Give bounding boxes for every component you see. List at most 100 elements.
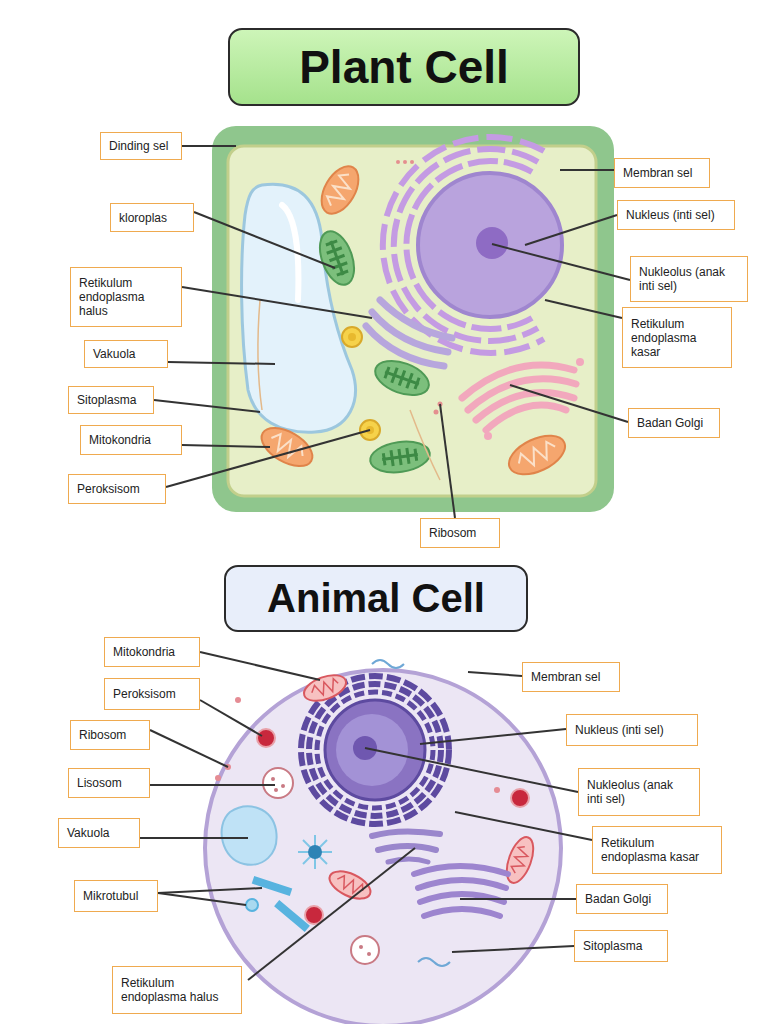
title-box: Plant Cell — [228, 28, 580, 106]
label-box: Peroksisom — [68, 474, 166, 504]
label-box: Badan Golgi — [628, 408, 720, 438]
label-text: Sitoplasma — [77, 393, 136, 407]
microtubule — [252, 876, 293, 896]
chloroplast — [313, 227, 360, 290]
label-text: Retikulum endoplasma kasar — [601, 836, 713, 864]
leader-line — [166, 430, 370, 487]
mitochondrion — [501, 834, 538, 887]
leader-line — [150, 730, 228, 767]
cytoskeleton — [258, 300, 262, 410]
leader-line — [194, 212, 335, 268]
leader-line — [510, 385, 628, 422]
label-text: Retikulum endoplasma kasar — [631, 317, 723, 359]
label-box: Vakuola — [58, 818, 140, 848]
vacuole — [242, 184, 356, 432]
cristae — [515, 439, 558, 470]
label-box: Retikulum endoplasma kasar — [592, 826, 722, 874]
golgi — [424, 909, 500, 916]
label-text: Vakuola — [67, 826, 109, 840]
thylakoid — [382, 364, 421, 391]
ribosome — [410, 160, 414, 164]
leader-line — [182, 445, 270, 447]
label-text: Badan Golgi — [585, 892, 651, 906]
thylakoid — [323, 238, 350, 277]
cytoskeleton — [372, 660, 404, 668]
label-text: Ribosom — [429, 526, 476, 540]
centrosome — [298, 835, 332, 869]
golgi — [414, 866, 508, 874]
leader-line — [182, 145, 236, 147]
chloroplast-body — [313, 227, 360, 290]
ribosome — [396, 160, 400, 164]
nucleus — [418, 173, 562, 317]
lysosome-granule — [274, 788, 278, 792]
label-text: Membran sel — [531, 670, 600, 684]
cristae — [267, 431, 306, 463]
leader-line — [158, 888, 262, 893]
label-text: Vakuola — [93, 347, 135, 361]
peroxisome — [511, 789, 529, 807]
title-box: Animal Cell — [224, 565, 528, 632]
cristae — [335, 874, 365, 897]
label-text: Dinding sel — [109, 139, 168, 153]
lysosome-granule — [367, 952, 371, 956]
label-box: Mikrotubul — [74, 880, 158, 912]
label-box: Retikulum endoplasma kasar — [622, 307, 732, 368]
chloroplast — [368, 438, 432, 476]
leader-line — [452, 946, 574, 952]
label-text: Membran sel — [623, 166, 692, 180]
leader-line — [200, 700, 262, 736]
ribosome — [235, 697, 241, 703]
label-text: Sitoplasma — [583, 939, 642, 953]
label-box: Ribosom — [70, 720, 150, 750]
microtubule-section — [246, 899, 258, 911]
label-box: Membran sel — [614, 158, 710, 188]
label-text: Nukleus (inti sel) — [626, 208, 715, 222]
aster-ray — [303, 840, 327, 864]
cristae — [324, 170, 356, 209]
leader-lines — [140, 652, 592, 980]
smooth-er — [378, 846, 436, 850]
label-box: Nukleolus (anak inti sel) — [630, 256, 748, 302]
label-box: kloroplas — [110, 203, 194, 232]
label-box: Nukleus (inti sel) — [566, 714, 698, 746]
mitochondrion — [314, 160, 366, 220]
vacuole — [222, 806, 277, 864]
centriole — [308, 845, 322, 859]
cristae — [310, 678, 340, 699]
label-box: Badan Golgi — [576, 884, 668, 914]
lysosome-granule — [281, 784, 285, 788]
ribosome — [494, 787, 500, 793]
thylakoid — [381, 447, 419, 468]
leader-line — [248, 848, 415, 980]
mitochondrion-body — [501, 834, 538, 887]
label-box: Vakuola — [84, 340, 168, 368]
label-text: Peroksisom — [113, 687, 176, 701]
label-text: Nukleus (inti sel) — [575, 723, 664, 737]
leader-line — [525, 215, 617, 245]
cell-membrane — [228, 146, 596, 496]
microtubule — [274, 900, 310, 932]
label-text: Retikulum endoplasma halus — [79, 276, 173, 318]
peroxisome-core — [348, 333, 356, 341]
cristae — [510, 845, 531, 875]
label-box: Sitoplasma — [68, 386, 154, 414]
golgi — [418, 880, 506, 888]
cytoskeleton — [418, 958, 450, 966]
label-box: Lisosom — [68, 768, 150, 798]
label-text: Peroksisom — [77, 482, 140, 496]
label-text: Mikrotubul — [83, 889, 138, 903]
mitochondrion-body — [301, 670, 350, 706]
label-text: Mitokondria — [113, 645, 175, 659]
cell-wall — [212, 126, 614, 512]
mitochondrion-body — [314, 160, 366, 220]
label-box: Nukleus (inti sel) — [617, 200, 735, 230]
leader-line — [468, 672, 522, 676]
label-box: Retikulum endoplasma halus — [70, 267, 182, 327]
leader-line — [440, 404, 455, 518]
label-box: Ribosom — [420, 518, 500, 548]
label-box: Membran sel — [522, 662, 620, 692]
label-text: Ribosom — [79, 728, 126, 742]
ribosome — [403, 160, 407, 164]
